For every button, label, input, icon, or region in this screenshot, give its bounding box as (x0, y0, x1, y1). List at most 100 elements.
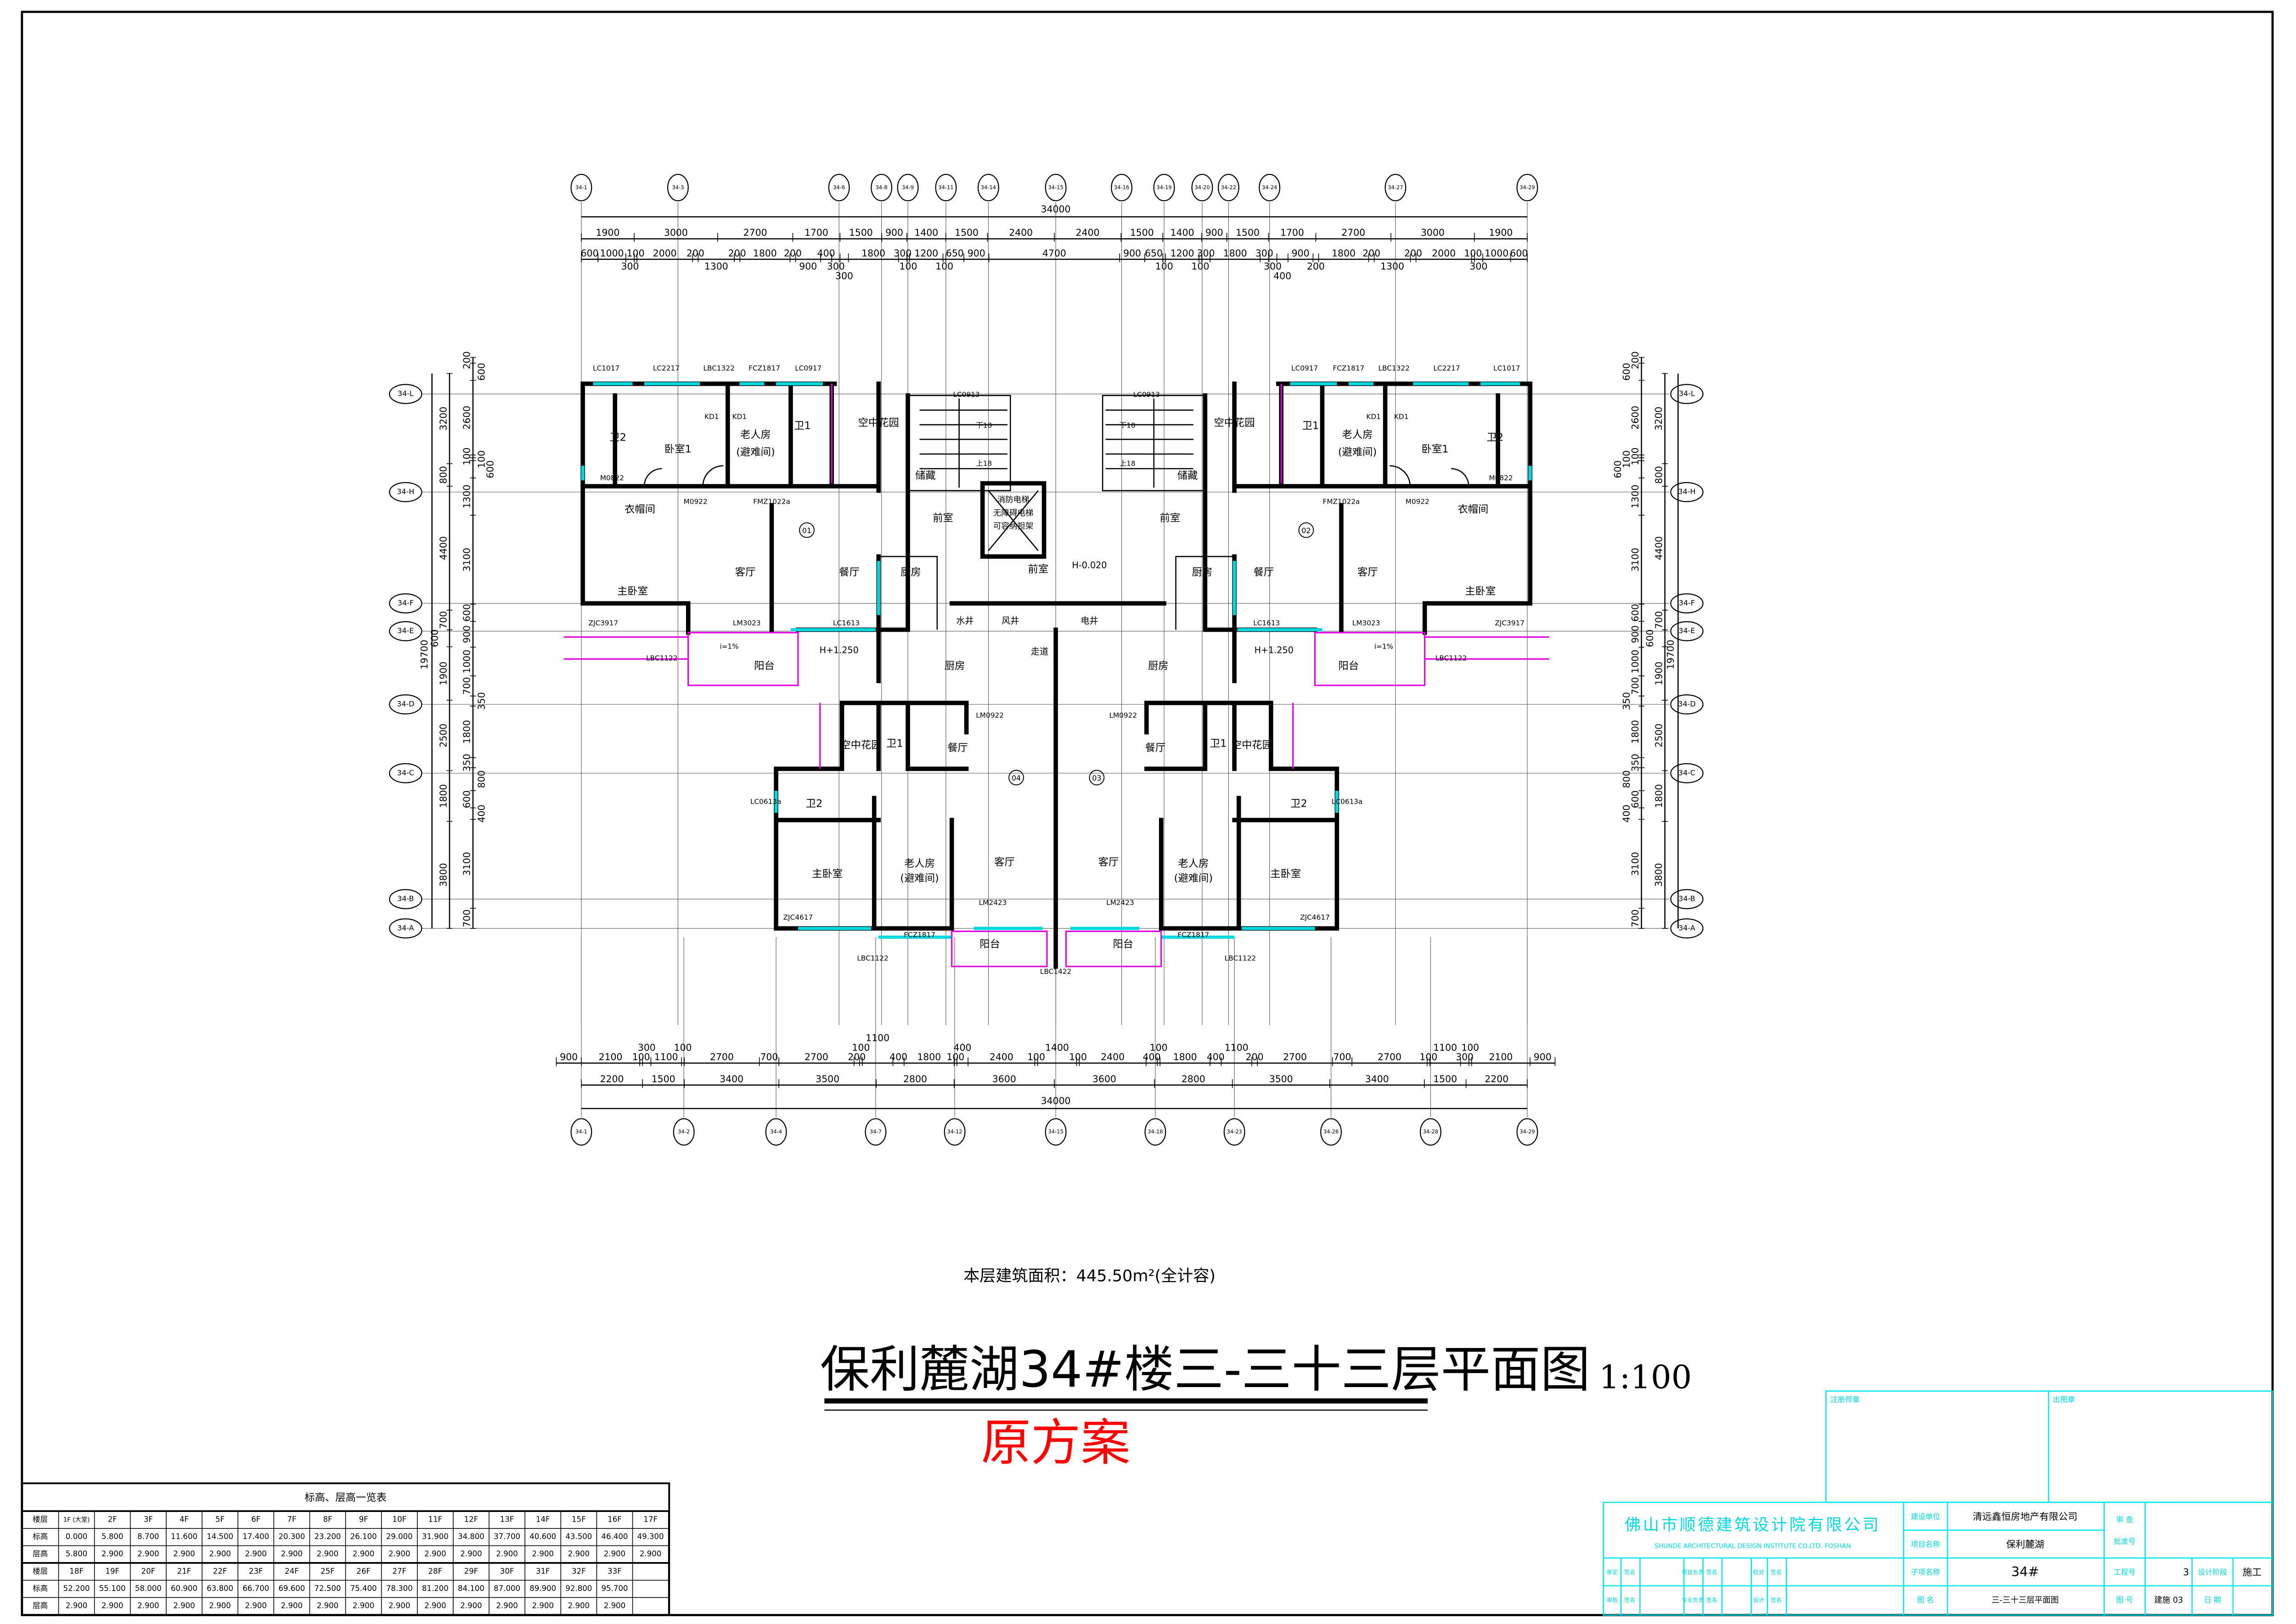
opening-label: KD1 (704, 412, 719, 421)
dimension-value: 1700 (805, 227, 828, 238)
dimension-value: 1300 (461, 485, 473, 509)
dimension-value: 200 (1630, 351, 1641, 369)
dimension-value: 1400 (914, 227, 938, 238)
issue-stamp-label: 出图章 (2053, 1395, 2075, 1404)
table-cell: 32F (572, 1567, 586, 1575)
table-cell: 2.900 (424, 1602, 446, 1610)
axis-label: 34-19 (1156, 184, 1171, 191)
room-label: 餐厅 (1145, 742, 1166, 754)
opening-label: LC1613 (833, 619, 860, 627)
dimension-value: 700 (461, 910, 473, 927)
room-label: 餐厅 (839, 567, 860, 579)
dimension-value: 300 (638, 1042, 656, 1053)
axis-bubble (935, 174, 957, 202)
dimension-value: 100 (1027, 1051, 1045, 1062)
dimension-value: 1200 (914, 247, 938, 258)
opening-label: FMZ1022a (1323, 497, 1360, 506)
dimension-value: 3400 (1365, 1073, 1389, 1085)
dimension-total: 34000 (1041, 1096, 1071, 1107)
axis-label: 34-H (397, 487, 414, 496)
stair-up-label: 上18 (976, 459, 992, 467)
axis-label: 34-22 (1221, 184, 1236, 191)
table-cell: 2.900 (353, 1550, 374, 1558)
dimension-value: 1800 (861, 247, 885, 258)
dimension-value: 300 (1197, 247, 1215, 258)
dimension-value: 350 (1621, 692, 1632, 710)
axis-bubble (765, 1118, 787, 1146)
axis-bubble (828, 174, 850, 202)
dimension-value: 1800 (461, 720, 473, 744)
signature-role: 设计 (1753, 1597, 1764, 1603)
level-table-title: 标高、层高一览表 (304, 1492, 387, 1504)
table-cell: 2.900 (281, 1602, 303, 1610)
table-cell: 14.500 (207, 1532, 233, 1541)
axis-bubble (389, 621, 422, 641)
dimension-value: 3000 (664, 227, 688, 238)
balcony-level-right: H+1.250 (1255, 645, 1294, 656)
axis-bubble (667, 174, 689, 202)
table-cell: 1F (大堂) (63, 1516, 90, 1523)
table-cell: 2.900 (532, 1602, 554, 1610)
room-label: 阳台 (754, 660, 775, 672)
drawing-scale: 1:100 (1599, 1358, 1692, 1396)
dimension-value: 100 (674, 1042, 692, 1053)
table-cell: 14F (536, 1515, 550, 1523)
table-cell: 87.000 (494, 1584, 520, 1593)
dimension-value: 700 (1630, 910, 1641, 927)
room-label: 储藏 (915, 470, 936, 482)
axis-bubble (1045, 174, 1067, 202)
table-cell: 23.200 (314, 1532, 341, 1541)
dimension-value: 3100 (461, 852, 473, 876)
client-label: 建设单位 (1911, 1512, 1940, 1521)
dimension-value: 900 (968, 247, 985, 258)
table-cell: 2.900 (317, 1602, 338, 1610)
table-cell: 2.900 (209, 1550, 231, 1558)
dimension-value: 2800 (903, 1073, 927, 1085)
table-cell: 11.600 (171, 1532, 197, 1541)
room-label: 厨房 (1148, 660, 1169, 672)
dimension-value: 3600 (1092, 1073, 1116, 1085)
dimension-value: 900 (1630, 625, 1641, 643)
dimension-value: 2500 (1653, 724, 1664, 747)
table-cell: 92.800 (565, 1584, 592, 1593)
opening-label: LBC1122 (1225, 954, 1256, 962)
axis-label: 34-8 (876, 184, 888, 191)
dimension-value: 600 (429, 629, 440, 647)
water-shaft-label: 水井 (956, 616, 974, 626)
opening-label: LBC1122 (857, 954, 888, 962)
dimension-value: 1800 (1332, 247, 1356, 258)
dimension-value: 700 (461, 677, 473, 695)
dimension-value: 1000 (1630, 650, 1641, 674)
dimension-value: 3500 (1269, 1073, 1293, 1085)
signature-role: 审核 (1607, 1596, 1618, 1603)
room-label: 主卧室 (617, 585, 648, 597)
unit-number: 04 (1012, 774, 1021, 782)
table-cell: 2.900 (66, 1602, 87, 1610)
dimension-value: 4400 (1653, 536, 1664, 560)
table-cell: 2.900 (317, 1550, 338, 1558)
dimension-value: 400 (817, 247, 835, 258)
room-label: 空中花园 (858, 417, 899, 429)
dimension-value: 1500 (1130, 227, 1154, 238)
dimension-value: 350 (1630, 754, 1641, 772)
dimension-value: 300 (1255, 247, 1273, 258)
dimension-value: 100 (627, 247, 645, 258)
room-label: 餐厅 (947, 742, 968, 754)
table-cell: 26F (356, 1567, 371, 1575)
opening-label: LC2217 (1433, 364, 1460, 372)
axis-label: 34-B (1678, 894, 1695, 903)
title-underline-thick (824, 1398, 1428, 1404)
room-label: 空中花园 (840, 739, 881, 751)
table-cell: 46.400 (601, 1532, 628, 1541)
dimension-value: 600 (1612, 461, 1623, 478)
opening-label: M0822 (1489, 474, 1513, 482)
room-label: 衣帽间 (625, 503, 655, 515)
dimension-value: 1800 (917, 1051, 941, 1062)
unit-number: 02 (1301, 526, 1311, 535)
dimension-value: 1800 (1223, 247, 1247, 258)
review-label: 审 查 (2116, 1515, 2133, 1524)
dimension-value: 400 (1143, 1051, 1161, 1062)
dimension-value: 2400 (1076, 227, 1100, 238)
dimension-value: 600 (1630, 604, 1641, 622)
table-cell: 0.000 (66, 1532, 87, 1541)
